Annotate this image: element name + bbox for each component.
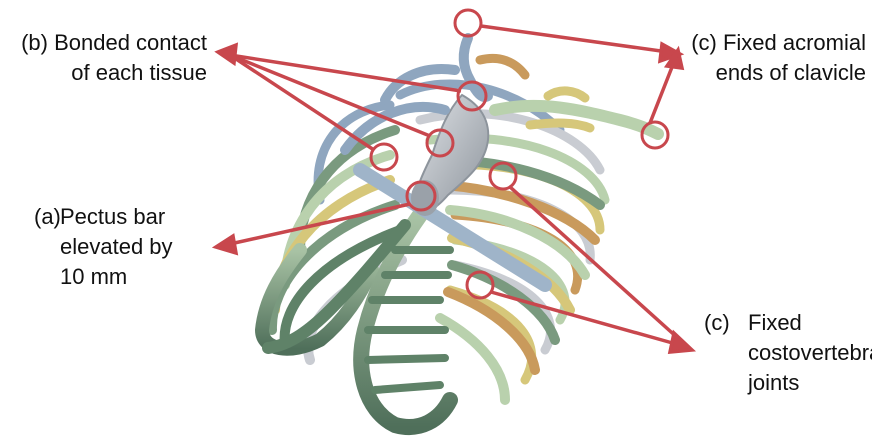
upper-rib-orange bbox=[480, 58, 525, 75]
label-acromial-line1: (c) Fixed acromial bbox=[686, 28, 866, 58]
rib-cage-model bbox=[262, 38, 658, 427]
label-bonded-line2: of each tissue bbox=[12, 58, 207, 88]
label-acromial-line2: ends of clavicle bbox=[686, 58, 866, 88]
marker-vertebra-top bbox=[455, 10, 481, 36]
label-bonded-contact: (b) Bonded contact of each tissue bbox=[12, 28, 207, 88]
label-costo-mark: (c) bbox=[704, 308, 730, 338]
label-costo-line3: joints bbox=[704, 368, 872, 398]
arrowhead-bonded bbox=[218, 45, 236, 63]
arrowhead-costovertebral bbox=[670, 333, 692, 352]
label-pectus-line2: elevated by bbox=[34, 232, 204, 262]
label-pectus-bar: (a) Pectus bar elevated by 10 mm bbox=[34, 202, 204, 292]
label-bonded-line1: (b) Bonded contact bbox=[12, 28, 207, 58]
label-costo-line2: costovertebral bbox=[704, 338, 872, 368]
arrowhead-pectus bbox=[216, 236, 236, 253]
label-pectus-mark: (a) bbox=[34, 202, 61, 232]
label-pectus-line3: 10 mm bbox=[34, 262, 204, 292]
label-fixed-acromial: (c) Fixed acromial ends of clavicle bbox=[686, 28, 866, 88]
label-costovertebral: (c) Fixed costovertebral joints bbox=[704, 308, 872, 398]
